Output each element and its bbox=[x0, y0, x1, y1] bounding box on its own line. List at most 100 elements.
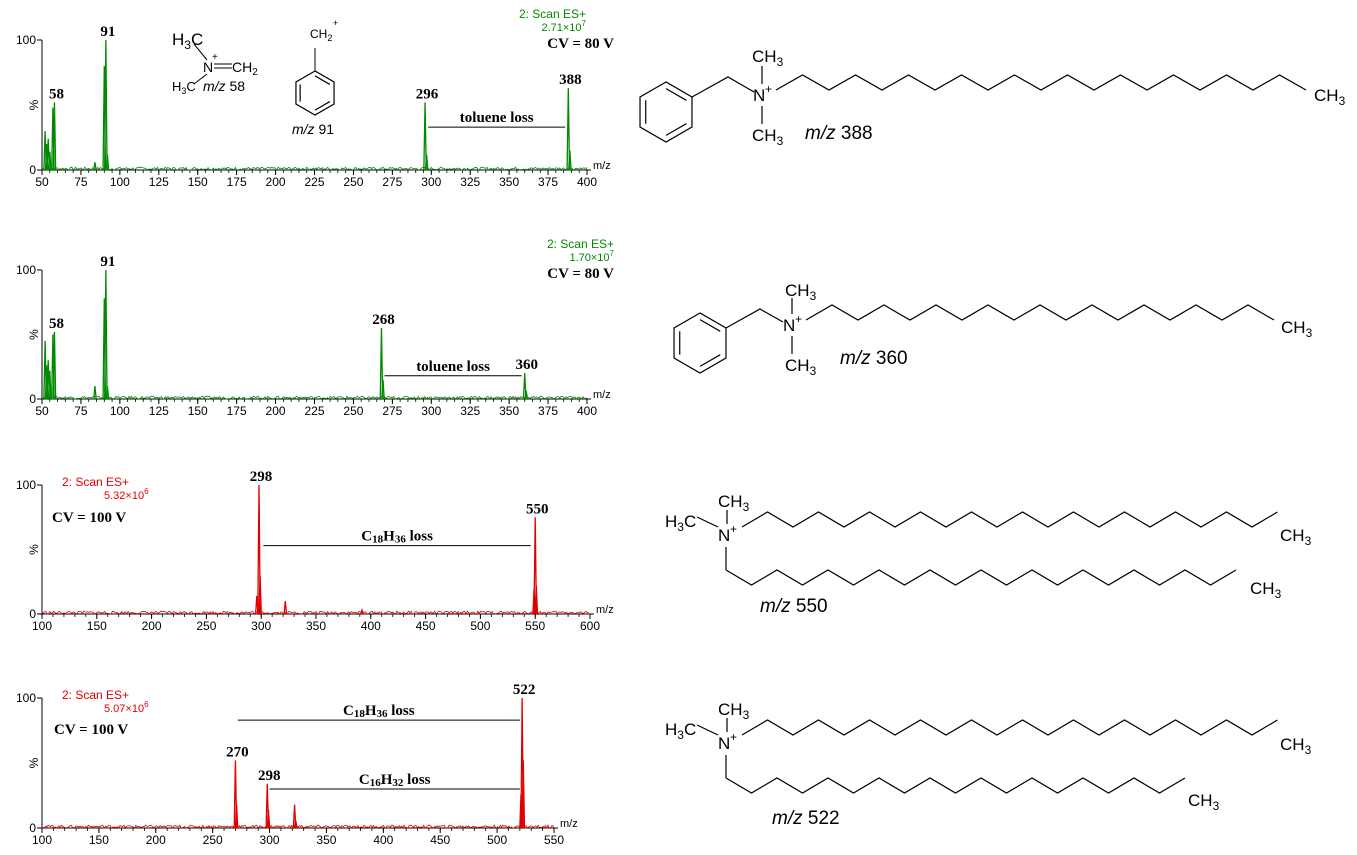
alkyl-chain bbox=[775, 74, 1307, 91]
x-tick-label: 200 bbox=[266, 175, 286, 189]
x-tick-label: 200 bbox=[146, 833, 166, 847]
subscript-3: 3 bbox=[1213, 799, 1220, 813]
x-tick-label: 125 bbox=[149, 175, 169, 189]
y-axis-label: % bbox=[27, 329, 41, 340]
c: C bbox=[684, 512, 696, 531]
loss-label: C18H36 loss bbox=[361, 529, 433, 546]
chain-terminal-methyl: CH3 bbox=[1314, 86, 1346, 108]
peak bbox=[533, 517, 538, 615]
subscript: 36 bbox=[376, 708, 388, 720]
peak bbox=[266, 809, 271, 829]
x-tick-label: 300 bbox=[251, 619, 271, 633]
h: H bbox=[665, 512, 677, 531]
x-axis-label: m/z bbox=[593, 389, 611, 401]
intensity-exponent: 6 bbox=[144, 700, 149, 709]
subscript: 18 bbox=[372, 534, 384, 546]
chain-terminal-methyl: CH3 bbox=[1281, 318, 1313, 340]
peak bbox=[283, 601, 288, 615]
c: C bbox=[186, 79, 195, 94]
intensity-mantissa: 5.32×10 bbox=[104, 490, 144, 502]
methyl-bottom: CH3 bbox=[752, 126, 784, 148]
x-tick-label: 100 bbox=[32, 619, 52, 633]
ch2-label: CH2 bbox=[310, 27, 332, 43]
mz91-label: m/z 91 bbox=[292, 121, 334, 137]
loss2-label: C16H32 loss bbox=[359, 772, 431, 789]
x-tick-label: 550 bbox=[544, 833, 564, 847]
mz388-label: m/z 388 bbox=[805, 123, 873, 144]
subscript-3: 3 bbox=[1275, 587, 1282, 601]
peak-label: 360 bbox=[515, 357, 538, 373]
x-tick-label: 375 bbox=[538, 175, 558, 189]
h: H bbox=[172, 79, 181, 94]
loss-label-main: C bbox=[361, 529, 372, 545]
scan-label: 2: Scan ES+ bbox=[62, 688, 129, 702]
peak bbox=[360, 607, 364, 615]
peak-label: 58 bbox=[49, 86, 64, 102]
x-axis-label: m/z bbox=[560, 818, 578, 830]
c: C bbox=[684, 720, 696, 739]
mz522-label: m/z 522 bbox=[772, 808, 840, 829]
peak bbox=[103, 269, 108, 400]
subscript-3: 3 bbox=[810, 289, 817, 303]
double-bond bbox=[314, 75, 331, 85]
mz550-label: m/z 550 bbox=[760, 596, 828, 617]
peak bbox=[568, 150, 572, 171]
subscript-3: 3 bbox=[1339, 94, 1346, 108]
peak bbox=[522, 373, 527, 400]
methyl-left: H3C bbox=[665, 512, 696, 534]
baseline-noise bbox=[41, 824, 555, 829]
subscript: 16 bbox=[370, 777, 382, 789]
intensity-exponent: 6 bbox=[144, 487, 149, 496]
peak bbox=[566, 88, 571, 171]
x-axis-label: m/z bbox=[593, 160, 611, 172]
peak-label: 388 bbox=[559, 72, 582, 88]
peak bbox=[52, 331, 57, 400]
x-tick-label: 400 bbox=[577, 404, 597, 418]
peak-label: 550 bbox=[526, 501, 549, 517]
subscript: 36 bbox=[395, 534, 407, 546]
peak bbox=[257, 484, 261, 615]
element: H bbox=[383, 529, 395, 545]
x-tick-label: 225 bbox=[304, 404, 324, 418]
intensity-label: 5.07×106 bbox=[104, 700, 149, 715]
peak bbox=[105, 386, 110, 400]
plus-charge: + bbox=[730, 522, 737, 536]
x-tick-label: 250 bbox=[203, 833, 223, 847]
y-tick-label: 100 bbox=[16, 478, 36, 492]
label-rest: loss bbox=[403, 772, 430, 788]
benzene-ring bbox=[639, 81, 693, 143]
ch: CH bbox=[1188, 791, 1213, 810]
double-bond bbox=[665, 123, 687, 136]
methyl-bond-left bbox=[696, 516, 719, 528]
plus-charge: + bbox=[795, 312, 802, 326]
x-tick-label: 350 bbox=[316, 833, 336, 847]
benzene-ring bbox=[673, 312, 727, 374]
subscript: 18 bbox=[354, 708, 366, 720]
x-tick-label: 325 bbox=[460, 175, 480, 189]
c: C bbox=[191, 30, 203, 49]
methyl-top: CH3 bbox=[785, 281, 817, 303]
peak bbox=[521, 760, 526, 829]
label-rest: loss bbox=[387, 703, 414, 719]
methyl-bottom: CH3 bbox=[785, 356, 817, 378]
alkyl-chain bbox=[805, 304, 1275, 321]
peak bbox=[524, 391, 529, 400]
methyl-left: H3C bbox=[665, 720, 696, 742]
peak bbox=[254, 595, 259, 615]
x-tick-label: 500 bbox=[470, 619, 490, 633]
peak bbox=[381, 379, 385, 400]
scan-label: 2: Scan ES+ bbox=[519, 7, 586, 21]
cv-label: CV = 100 V bbox=[52, 510, 126, 526]
baseline-noise bbox=[41, 166, 588, 171]
mz-value: 91 bbox=[315, 121, 335, 137]
peak-label: 268 bbox=[372, 312, 395, 328]
ch: CH bbox=[1280, 526, 1305, 545]
x-tick-label: 150 bbox=[188, 404, 208, 418]
subscript-3: 3 bbox=[677, 520, 684, 534]
x-tick-label: 500 bbox=[487, 833, 507, 847]
peak-label: 91 bbox=[100, 254, 115, 270]
